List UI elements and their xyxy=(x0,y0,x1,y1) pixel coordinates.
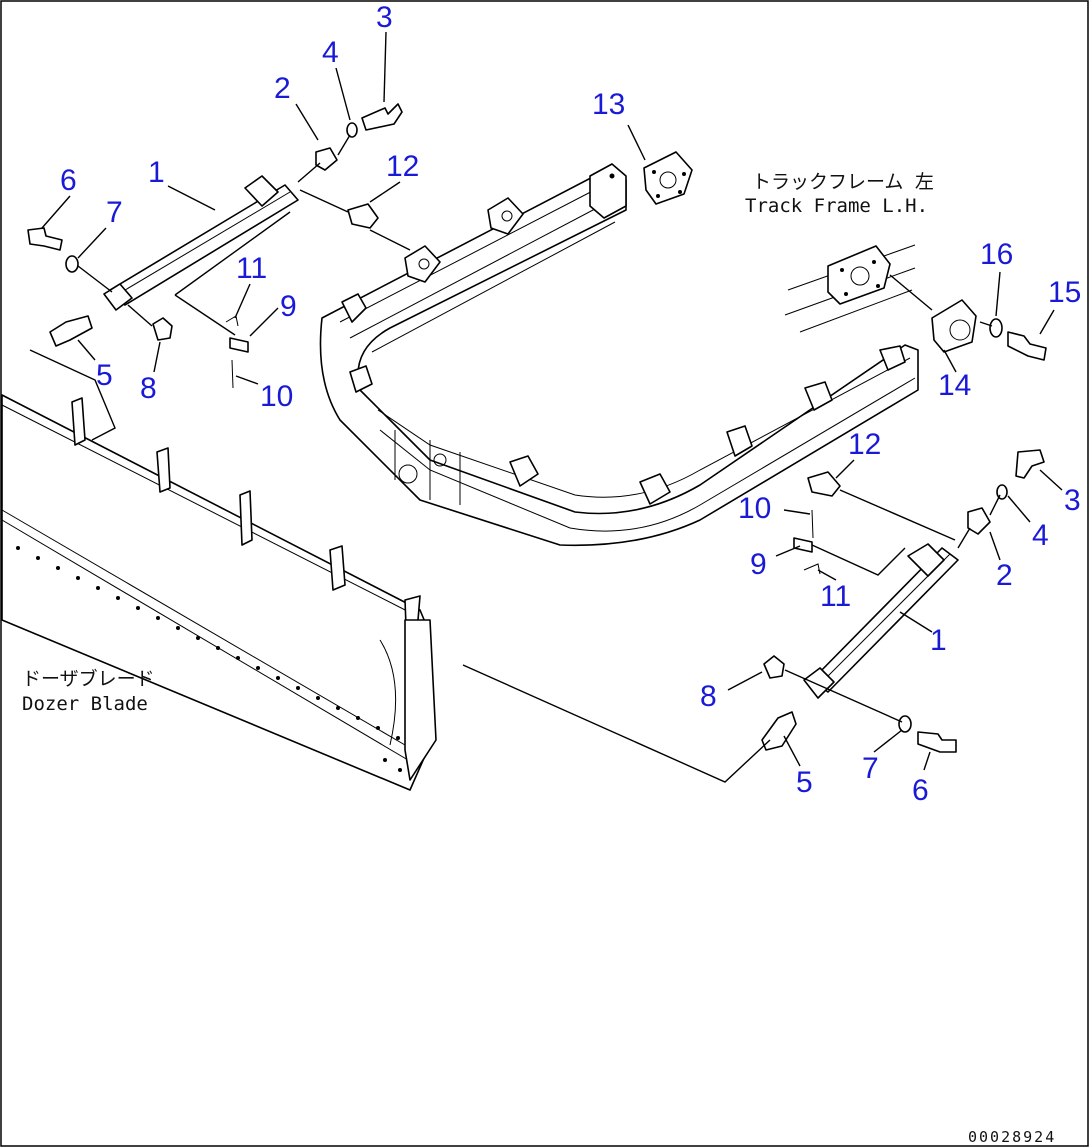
part-label: 3 xyxy=(1064,484,1081,517)
part-label: 1 xyxy=(930,624,947,657)
drawing-number: 00028924 xyxy=(968,1128,1056,1146)
part-label: 10 xyxy=(738,492,771,525)
right-nut-8 xyxy=(763,655,785,679)
left-clip-11 xyxy=(225,315,239,327)
part-label: 7 xyxy=(862,752,879,785)
part-label: 13 xyxy=(592,88,625,121)
dozer-blade-caption-en: Dozer Blade xyxy=(22,693,148,715)
part-label: 9 xyxy=(280,290,297,323)
part-label: 15 xyxy=(1048,276,1081,309)
right-pin-12 xyxy=(807,471,841,497)
left-strut-assembly xyxy=(27,103,411,441)
part-label: 14 xyxy=(938,369,971,402)
left-strut-body xyxy=(109,184,299,306)
right-bushing-5 xyxy=(761,711,797,751)
bolt-15 xyxy=(1007,331,1047,361)
part-label: 6 xyxy=(60,164,77,197)
left-washer-4 xyxy=(346,122,358,138)
left-bushing-5 xyxy=(49,315,93,347)
part-label: 11 xyxy=(820,580,851,613)
part-label: 12 xyxy=(386,150,419,183)
left-pin-12 xyxy=(347,203,379,229)
part-label: 5 xyxy=(96,359,113,392)
part-label: 8 xyxy=(700,680,717,713)
part-label: 3 xyxy=(376,1,393,34)
track-frame-mount xyxy=(627,124,1047,361)
part-label: 4 xyxy=(322,36,339,69)
left-pin-9 xyxy=(229,337,249,353)
part-label: 12 xyxy=(848,428,881,461)
part-label: 9 xyxy=(750,548,767,581)
part-label: 4 xyxy=(1032,519,1049,552)
left-nut-8 xyxy=(152,317,173,341)
left-cotter-10 xyxy=(231,359,234,389)
label-leader-lines xyxy=(41,31,1063,771)
part-label: 10 xyxy=(260,380,293,413)
part-label: 11 xyxy=(236,252,267,285)
track-frame-caption-en: Track Frame L.H. xyxy=(745,195,928,217)
right-washer-7 xyxy=(898,715,912,733)
part-label: 7 xyxy=(106,196,123,229)
part-label: 1 xyxy=(148,156,165,189)
right-ball-joint xyxy=(967,507,991,535)
part-label: 8 xyxy=(140,372,157,405)
right-cotter-10 xyxy=(811,509,814,539)
left-bolt-3 xyxy=(361,103,403,131)
part-label: 5 xyxy=(796,766,813,799)
right-strut-assembly xyxy=(462,449,1045,783)
blade-bolt-holes xyxy=(16,546,402,772)
part-label: 2 xyxy=(274,72,291,105)
washer-16 xyxy=(989,318,1003,338)
dozer-blade-caption-jp: ドーザブレード xyxy=(22,667,155,690)
track-frame-drawing xyxy=(319,163,919,547)
left-ball-joint xyxy=(315,147,338,171)
track-frame-caption-jp: トラックフレーム 左 xyxy=(752,171,934,193)
part-label: 16 xyxy=(980,238,1013,271)
part-label: 2 xyxy=(996,559,1013,592)
right-bolt-6 xyxy=(917,731,957,753)
right-clip-11 xyxy=(803,563,821,575)
right-pin-9 xyxy=(793,537,813,553)
right-bolt-3 xyxy=(1015,449,1045,479)
dozer-blade-drawing xyxy=(1,394,437,791)
bracket-13 xyxy=(643,151,693,205)
left-bolt-6 xyxy=(27,227,63,251)
part-label: 6 xyxy=(912,774,929,807)
left-washer-7 xyxy=(65,255,79,273)
